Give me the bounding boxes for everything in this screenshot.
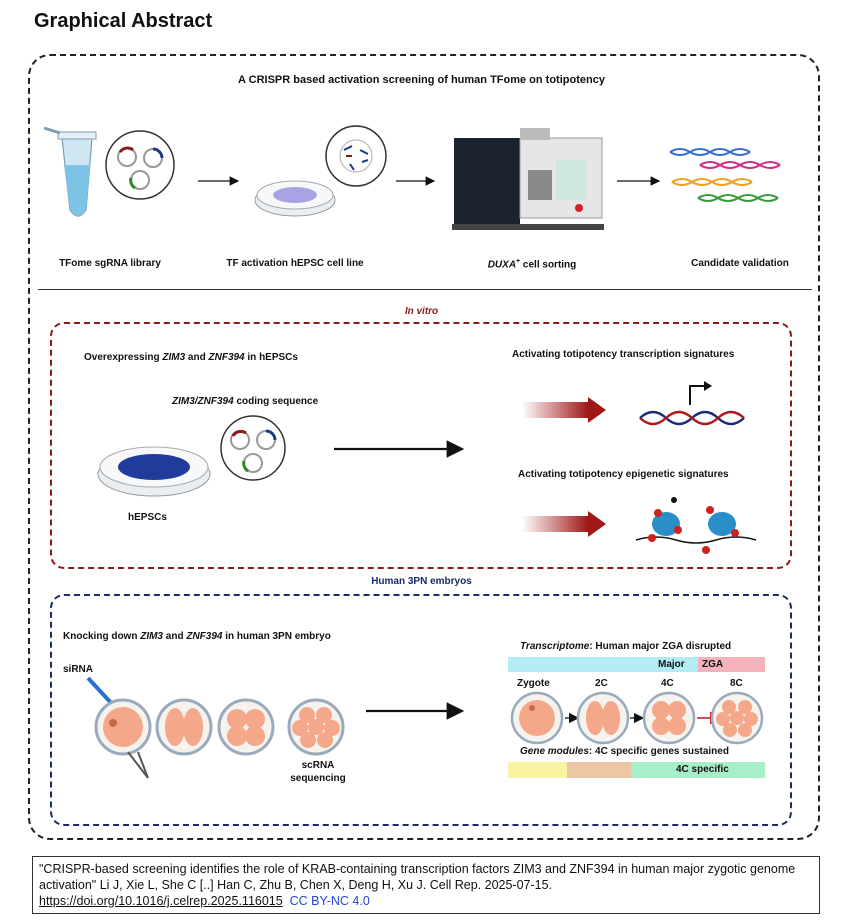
knockdown-text: Knocking down ZIM3 and ZNF394 in human 3…	[63, 631, 331, 642]
fourc-specific-label: 4C specific	[676, 764, 729, 775]
red-arrow-icon-2	[522, 511, 606, 537]
sorting-text: cell sorting	[522, 259, 577, 271]
stage-2c-icon	[576, 691, 630, 745]
embryo-4c-icon	[217, 698, 275, 756]
oe-gene1: ZIM3	[162, 352, 186, 363]
transcription-dna-icon	[639, 381, 745, 426]
epigenetic-result: Activating totipotency epigenetic signat…	[518, 469, 729, 480]
nucleosome-icon	[635, 497, 757, 554]
scrna-line2: sequencing	[290, 773, 346, 784]
embryo-2c-icon	[155, 698, 213, 756]
scrna-label: scRNA sequencing	[288, 759, 348, 785]
step-label-sgrna: TFome sgRNA library	[59, 258, 161, 269]
page-title: Graphical Abstract	[34, 10, 213, 32]
invitro-box	[50, 322, 792, 569]
stage-2c: 2C	[595, 678, 608, 689]
citation-text: "CRISPR-based screening identifies the r…	[39, 862, 796, 892]
module-bar-yellow	[508, 762, 567, 778]
embryo-heading: Human 3PN embryos	[371, 576, 472, 587]
stage-8c-icon	[710, 691, 764, 745]
oe-suffix: in hEPSCs	[244, 352, 298, 363]
transcriptome-rest: : Human major ZGA disrupted	[589, 641, 732, 652]
module-bar-tan	[567, 762, 631, 778]
duxa-sup: +	[516, 258, 521, 265]
citation-box: "CRISPR-based screening identifies the r…	[32, 856, 820, 914]
oe-gene2: ZNF394	[208, 352, 245, 363]
kd-gene1: ZIM3	[140, 631, 163, 642]
embryo-box	[50, 594, 792, 826]
kd-and: and	[163, 631, 187, 642]
doi-link[interactable]: https://doi.org/10.1016/j.celrep.2025.11…	[39, 894, 283, 908]
gene-modules-word: Gene modules	[520, 746, 589, 757]
coding-sequence-label: ZIM3/ZNF394 coding sequence	[172, 396, 318, 407]
step-label-sorting: DUXA+ cell sorting	[452, 258, 612, 270]
stage-4c-icon	[642, 691, 696, 745]
gene-modules-rest: : 4C specific genes sustained	[588, 746, 729, 757]
stage-8c: 8C	[730, 678, 743, 689]
sirna-label: siRNA	[63, 664, 94, 675]
module-bar-green	[631, 762, 765, 778]
zga-bar-pink	[698, 657, 765, 672]
stage-zygote-icon	[510, 691, 564, 745]
zga-label: ZGA	[702, 659, 724, 670]
invitro-heading: In vitro	[404, 306, 439, 317]
duxa-gene: DUXA	[487, 259, 517, 271]
transcriptome-word: Transcriptome	[520, 641, 590, 652]
kd-suffix: in human 3PN embryo	[222, 631, 331, 642]
plasmid-circle-icon	[105, 130, 175, 200]
cell-sorter-icon	[452, 128, 604, 230]
transcriptome-label: Transcriptome: Human major ZGA disrupted	[520, 641, 731, 652]
hepscs-label: hEPSCs	[128, 512, 167, 523]
oe-and: and	[185, 352, 209, 363]
major-zga-bar	[508, 657, 698, 672]
red-arrow-icon-1	[522, 397, 606, 423]
transcription-result: Activating totipotency transcription sig…	[512, 349, 735, 360]
step-label-validation: Candidate validation	[691, 258, 789, 269]
scrna-line1: scRNA	[301, 760, 335, 771]
embryo-8c-icon	[287, 698, 345, 756]
overexpress-text: Overexpressing ZIM3 and ZNF394 in hEPSCs	[84, 352, 298, 363]
abstract-frame	[28, 54, 820, 840]
screening-title: A CRISPR based activation screening of h…	[238, 74, 605, 86]
petri-dish-icon	[254, 125, 387, 217]
kd-prefix: Knocking down	[63, 631, 141, 642]
stage-4c: 4C	[661, 678, 674, 689]
license-link[interactable]: CC BY-NC 4.0	[289, 894, 370, 908]
section-divider	[38, 289, 812, 290]
major-label: Major	[658, 659, 685, 670]
gene-modules-label: Gene modules: 4C specific genes sustaine…	[520, 746, 729, 757]
injection-needle-icon	[86, 676, 152, 779]
coding-genes: ZIM3/ZNF394	[172, 396, 234, 407]
dna-candidates-icon	[669, 148, 781, 202]
stage-zygote: Zygote	[517, 678, 550, 689]
oe-prefix: Overexpressing	[84, 352, 163, 363]
step-label-hepsc: TF activation hEPSC cell line	[226, 258, 364, 269]
hepsc-dish-icon	[97, 415, 286, 497]
coding-suffix: coding sequence	[233, 396, 319, 407]
kd-gene2: ZNF394	[186, 631, 223, 642]
sgrna-tube-icon	[43, 126, 97, 217]
